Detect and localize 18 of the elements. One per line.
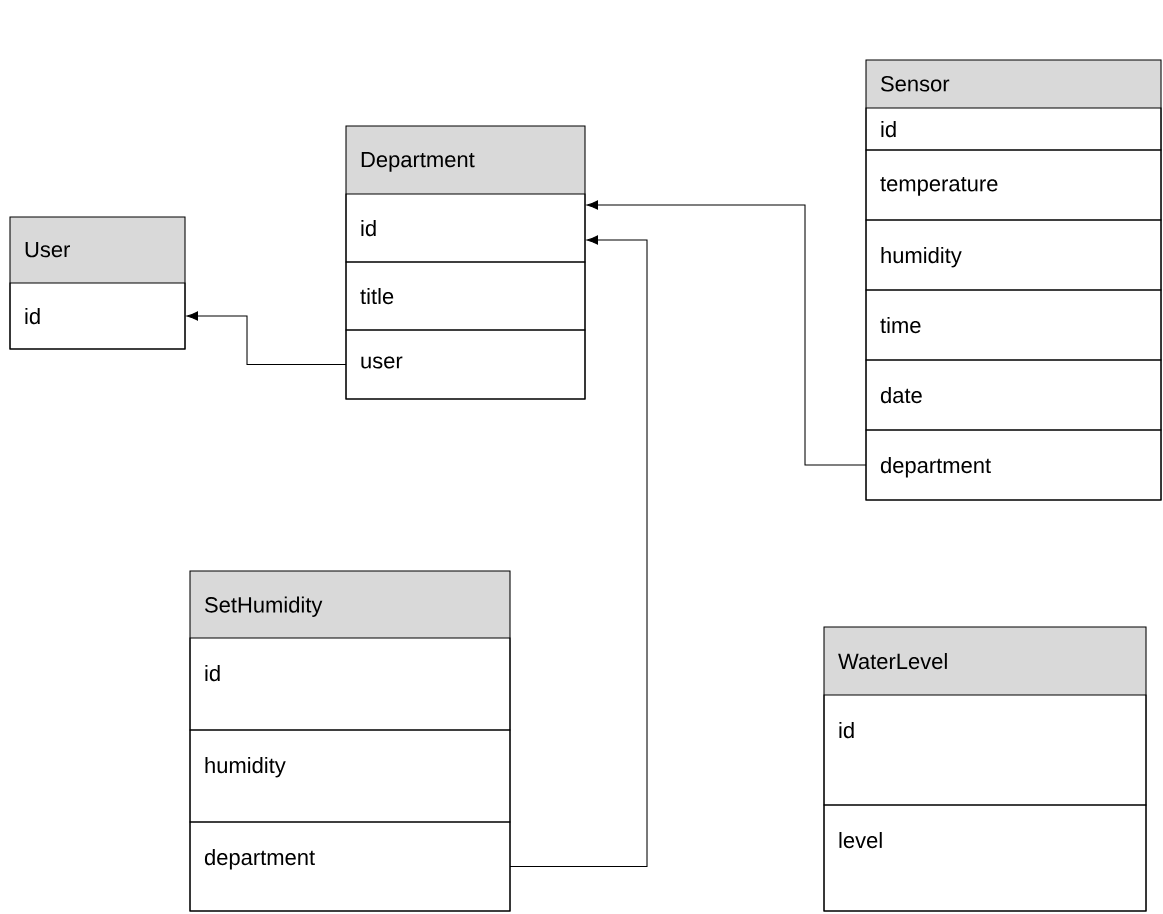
field-row: user	[345, 329, 586, 400]
field-row: level	[823, 804, 1147, 912]
field-row: title	[345, 261, 586, 331]
field-row: id	[865, 107, 1162, 151]
arrow	[586, 200, 867, 466]
field-row: department	[865, 429, 1162, 501]
field-row: id	[823, 694, 1147, 806]
field-row: date	[865, 359, 1162, 431]
field-row: humidity	[189, 729, 511, 823]
arrow	[186, 311, 347, 365]
field-row: id	[9, 282, 186, 350]
field-row: department	[189, 821, 511, 912]
field-row: humidity	[865, 219, 1162, 291]
field-row: id	[345, 193, 586, 263]
field-row: id	[189, 637, 511, 731]
field-row: temperature	[865, 149, 1162, 221]
arrow	[509, 235, 648, 867]
field-row: time	[865, 289, 1162, 361]
